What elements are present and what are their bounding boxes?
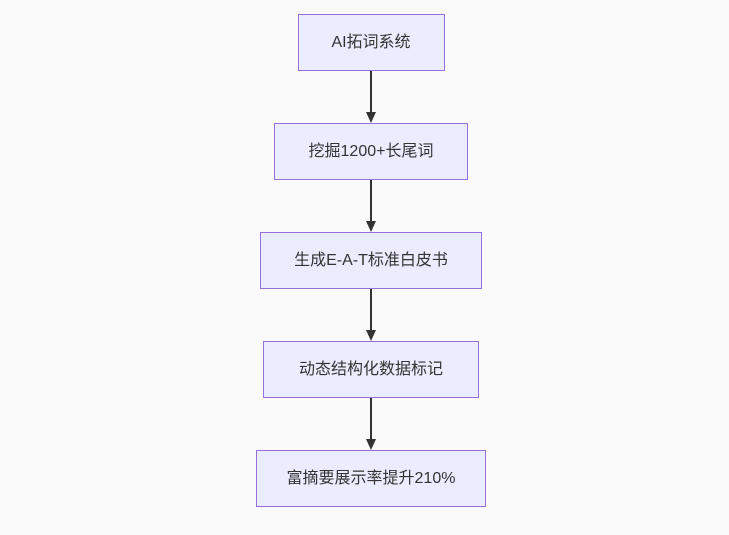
arrow-down-icon bbox=[366, 221, 376, 232]
flowchart: AI拓词系统 挖掘1200+长尾词 生成E-A-T标准白皮书 动态结构化数据标记… bbox=[256, 14, 486, 507]
arrow-line bbox=[370, 180, 372, 221]
arrow-line bbox=[370, 398, 372, 439]
flow-arrow-1 bbox=[366, 71, 376, 123]
arrow-down-icon bbox=[366, 112, 376, 123]
flow-node-label: 富摘要展示率提升210% bbox=[286, 469, 456, 487]
flow-node-rich-snippet-rate-increase: 富摘要展示率提升210% bbox=[256, 450, 486, 507]
flow-arrow-2 bbox=[366, 180, 376, 232]
arrow-line bbox=[370, 289, 372, 330]
arrow-line bbox=[370, 71, 372, 112]
flow-node-label: 挖掘1200+长尾词 bbox=[308, 142, 434, 160]
flow-node-label: 生成E-A-T标准白皮书 bbox=[294, 251, 448, 269]
flow-node-ai-word-expansion-system: AI拓词系统 bbox=[297, 14, 445, 71]
flow-arrow-4 bbox=[366, 398, 376, 450]
flow-arrow-3 bbox=[366, 289, 376, 341]
flow-node-mine-longtail-keywords: 挖掘1200+长尾词 bbox=[274, 123, 468, 180]
flow-node-label: 动态结构化数据标记 bbox=[298, 360, 443, 378]
flow-node-label: AI拓词系统 bbox=[331, 33, 411, 51]
arrow-down-icon bbox=[366, 439, 376, 450]
flow-node-dynamic-structured-data-markup: 动态结构化数据标记 bbox=[263, 341, 479, 398]
arrow-down-icon bbox=[366, 330, 376, 341]
flow-node-generate-eat-whitepaper: 生成E-A-T标准白皮书 bbox=[260, 232, 482, 289]
